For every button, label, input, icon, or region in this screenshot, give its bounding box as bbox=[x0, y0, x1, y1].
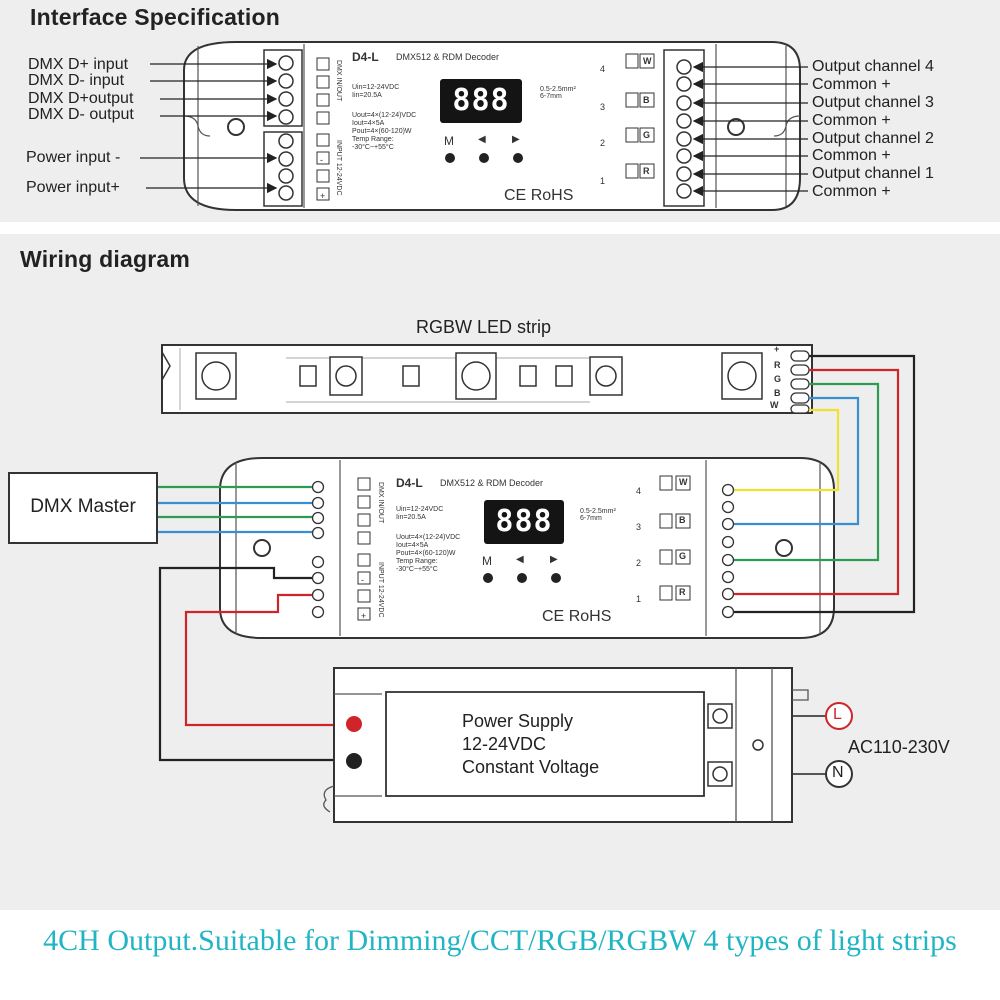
ch-letter-g-bottom: G bbox=[679, 551, 687, 561]
left-label-dmx-d-minus-output: DMX D- output bbox=[28, 106, 134, 123]
button-right-label-bottom: ▶ bbox=[550, 554, 558, 565]
right-label-output-ch1: Output channel 1 bbox=[812, 165, 934, 182]
neutral-terminal-marker bbox=[825, 760, 853, 788]
right-label-common-4: Common + bbox=[812, 76, 891, 93]
right-label-output-ch3: Output channel 3 bbox=[812, 94, 934, 111]
wiring-diagram-heading: Wiring diagram bbox=[20, 246, 190, 272]
ch-letter-w-bottom: W bbox=[679, 477, 688, 487]
right-label-output-ch4: Output channel 4 bbox=[812, 58, 934, 75]
pm-plus-top: + bbox=[320, 191, 326, 201]
ch-num-1-bottom: 1 bbox=[636, 594, 642, 604]
button-left-label-bottom: ◀ bbox=[516, 554, 524, 565]
strip-pin-plus: + bbox=[774, 344, 780, 354]
interface-spec-heading: Interface Specification bbox=[30, 4, 281, 30]
resistors bbox=[299, 365, 573, 387]
pm-plus-bottom: + bbox=[361, 611, 367, 621]
ch-letter-r-bottom: R bbox=[679, 587, 686, 597]
mount-hole-left-b bbox=[253, 539, 271, 557]
certs-top: CE RoHS bbox=[504, 187, 574, 204]
input-side-label-top: INPUT 12-24VDC bbox=[335, 140, 343, 196]
device-subtitle-top: DMX512 & RDM Decoder bbox=[396, 52, 500, 62]
device-terminals-right bbox=[721, 483, 735, 619]
right-pointer-lines bbox=[692, 61, 808, 197]
left-pointer-lines bbox=[140, 58, 278, 194]
neutral-label: N bbox=[832, 764, 844, 781]
device-subtitle-bottom: DMX512 & RDM Decoder bbox=[440, 478, 544, 488]
right-label-common-3: Common + bbox=[812, 112, 891, 129]
ch-letter-w-top: W bbox=[643, 56, 652, 66]
ch-num-4-bottom: 4 bbox=[636, 486, 642, 496]
pm-minus-top: - bbox=[320, 155, 323, 165]
ps-positive-terminal bbox=[346, 716, 362, 732]
seven-segment-display-top: 888 bbox=[440, 79, 522, 123]
ch-letter-b-bottom: B bbox=[679, 515, 686, 525]
input-side-label-bottom: INPUT 12-24VDC bbox=[377, 562, 385, 618]
dmx-side-label-top: DMX IN/OUT bbox=[335, 60, 343, 102]
button-m-label-top: M bbox=[444, 134, 454, 148]
left-label-power-input-minus: Power input - bbox=[26, 149, 121, 166]
strip-pin-r: R bbox=[774, 360, 781, 370]
caption: 4CH Output.Suitable for Dimming/CCT/RGB/… bbox=[43, 924, 957, 957]
ch-letter-r-top: R bbox=[643, 166, 650, 176]
power-supply-voltage: 12-24VDC bbox=[462, 734, 547, 754]
power-supply-type: Constant Voltage bbox=[462, 757, 600, 777]
right-label-common-2: Common + bbox=[812, 147, 891, 164]
ac-voltage-label: AC110-230V bbox=[848, 737, 950, 757]
dmx-master-box: DMX Master bbox=[8, 472, 158, 544]
button-m-label-bottom: M bbox=[482, 554, 492, 568]
live-label: L bbox=[833, 706, 842, 723]
right-label-common-1: Common + bbox=[812, 183, 891, 200]
strip-pin-b: B bbox=[774, 388, 781, 398]
ps-negative-terminal bbox=[346, 753, 362, 769]
ch-letter-b-top: B bbox=[643, 95, 650, 105]
ch-num-2-bottom: 2 bbox=[636, 558, 642, 568]
wires bbox=[156, 354, 916, 775]
mount-hole-right bbox=[727, 118, 745, 136]
device-model-bottom: D4-L bbox=[396, 476, 423, 490]
ch-num-3-top: 3 bbox=[600, 102, 606, 112]
left-label-power-input-plus: Power input+ bbox=[26, 179, 120, 196]
certs-bottom: CE RoHS bbox=[542, 608, 612, 625]
dmx-side-label-bottom: DMX IN/OUT bbox=[377, 482, 385, 524]
button-left-label-top: ◀ bbox=[478, 134, 486, 145]
ch-letter-g-top: G bbox=[643, 130, 651, 140]
dmx-master-label: DMX Master bbox=[30, 496, 136, 517]
strip-pin-w: W bbox=[770, 400, 779, 410]
left-label-dmx-d-minus-input: DMX D- input bbox=[28, 72, 125, 89]
ch-num-4-top: 4 bbox=[600, 64, 606, 74]
strip-pin-g: G bbox=[774, 374, 782, 384]
left-label-dmx-d-plus-input: DMX D+ input bbox=[28, 56, 129, 73]
ch-num-3-bottom: 3 bbox=[636, 522, 642, 532]
pm-minus-bottom: - bbox=[361, 575, 364, 585]
power-supply-body bbox=[333, 667, 793, 823]
ch-num-1-top: 1 bbox=[600, 176, 606, 186]
live-terminal-marker bbox=[825, 702, 853, 730]
left-label-dmx-d-plus-output: DMX D+output bbox=[28, 90, 134, 107]
led-strip-label: RGBW LED strip bbox=[416, 317, 552, 337]
device-terminals-left bbox=[311, 480, 325, 619]
device-model-top: D4-L bbox=[352, 50, 379, 64]
right-label-output-ch2: Output channel 2 bbox=[812, 130, 934, 147]
seven-segment-display-bottom: 888 bbox=[484, 500, 564, 544]
led-chips bbox=[195, 352, 763, 400]
mount-hole-right-b bbox=[775, 539, 793, 557]
mount-hole-left bbox=[227, 118, 245, 136]
power-supply-title: Power Supply bbox=[462, 711, 574, 731]
button-right-label-top: ▶ bbox=[512, 134, 520, 145]
ch-num-2-top: 2 bbox=[600, 138, 606, 148]
